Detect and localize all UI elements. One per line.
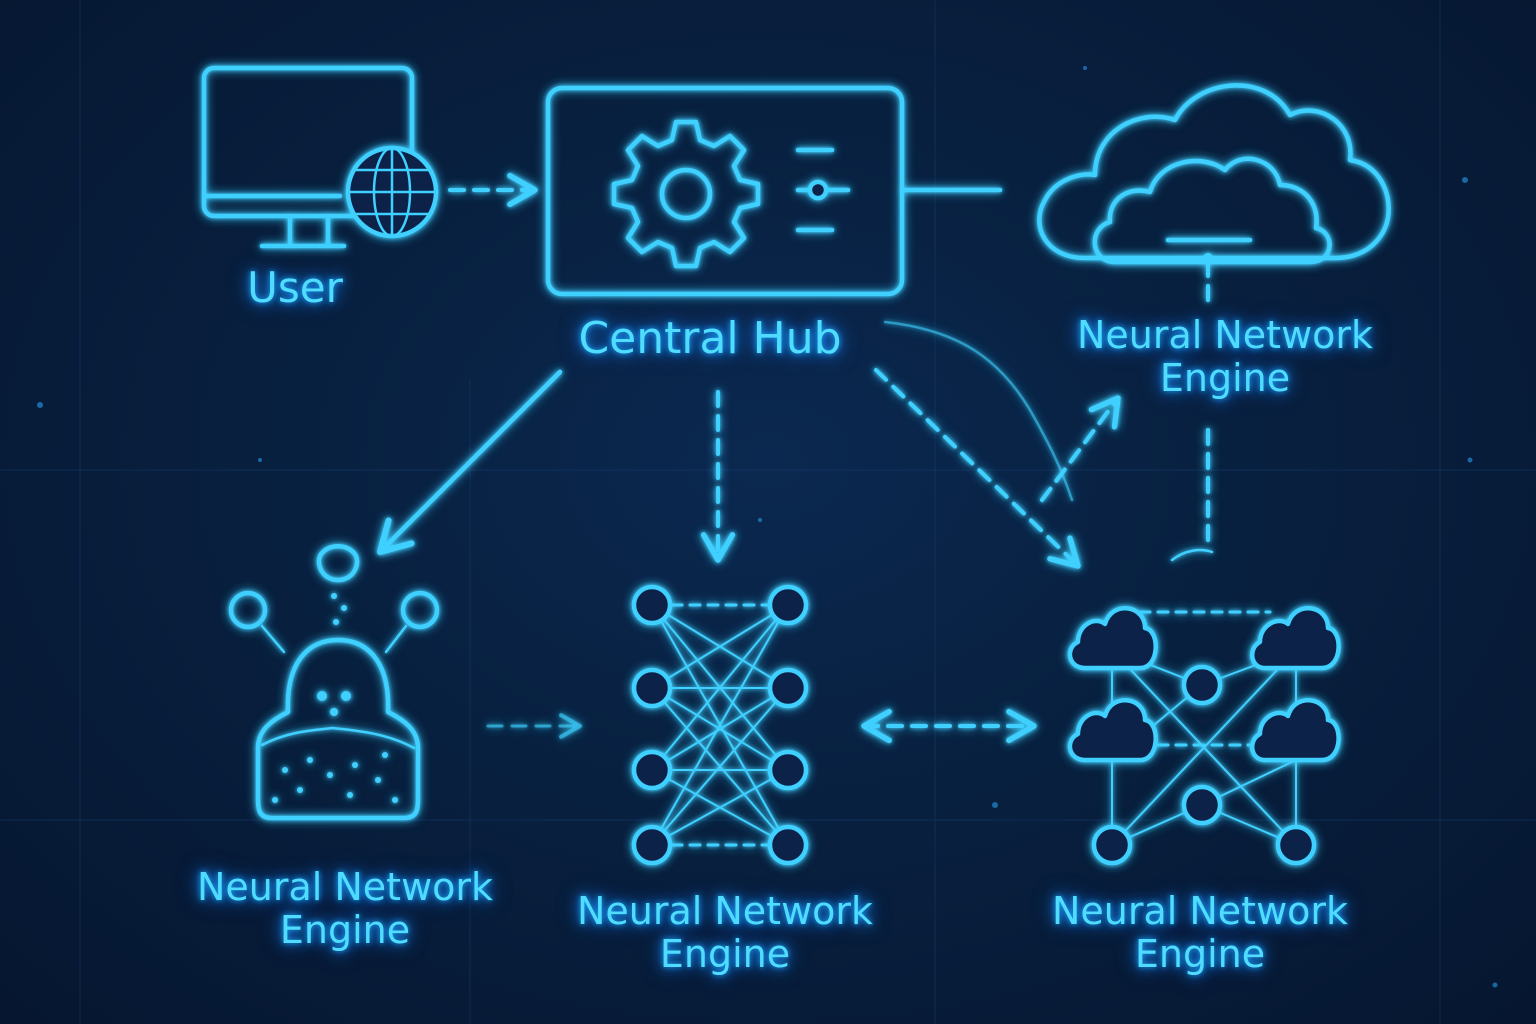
hub-to-left-connector bbox=[376, 369, 563, 556]
bottom-middle-engine-label: Neural Network Engine bbox=[576, 889, 874, 976]
gear-control-panel-icon bbox=[545, 85, 905, 297]
monitor-globe-icon bbox=[201, 65, 439, 249]
blob-engine-icon bbox=[228, 544, 440, 821]
bottom-right-engine-label: Neural Network Engine bbox=[1051, 889, 1349, 976]
user-label: User bbox=[247, 263, 343, 312]
cloud-icon bbox=[1037, 83, 1391, 312]
central-hub-label: Central Hub bbox=[578, 313, 842, 364]
branch-to-cloud-engine-connector bbox=[1040, 395, 1121, 502]
neural-network-icon bbox=[631, 584, 809, 866]
cloud-engine-label: Neural Network Engine bbox=[1076, 313, 1374, 400]
hub-to-right-connector bbox=[874, 368, 1081, 569]
hub-curve-connector bbox=[883, 320, 1074, 502]
bottom-left-engine-label: Neural Network Engine bbox=[196, 865, 494, 952]
cloud-network-icon bbox=[1067, 606, 1341, 866]
